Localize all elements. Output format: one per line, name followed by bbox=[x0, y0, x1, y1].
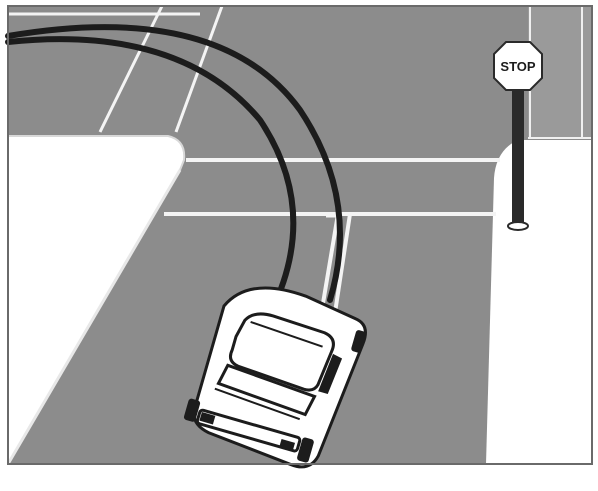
right-sidewalk bbox=[486, 140, 592, 464]
stop-sign: STOP bbox=[494, 42, 542, 90]
stop-sign-pole bbox=[512, 86, 524, 224]
pole-base bbox=[508, 222, 528, 230]
stop-sign-text: STOP bbox=[500, 59, 535, 74]
